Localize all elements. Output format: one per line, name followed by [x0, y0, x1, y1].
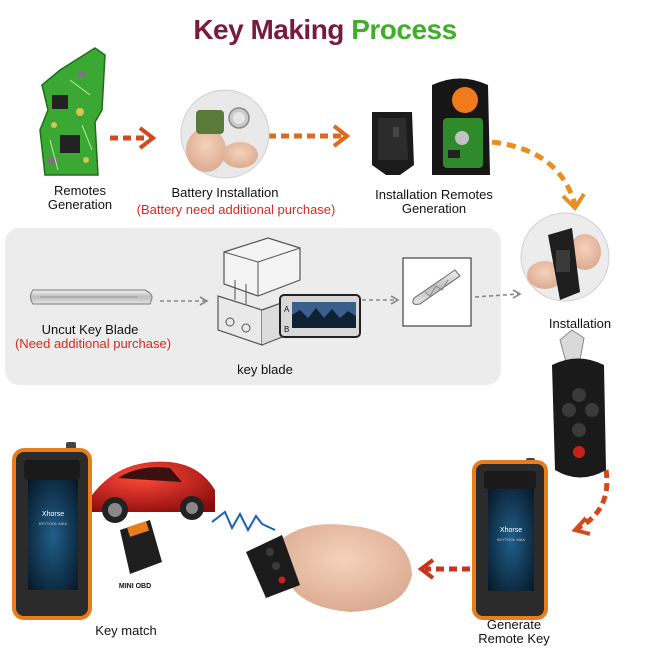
- device-model-right: KEYTOOL MAX: [497, 537, 526, 542]
- label-installation: Installation: [548, 316, 612, 331]
- label-uncut-note: (Need additional purchase): [14, 336, 172, 351]
- title-part-1: Key Making: [193, 14, 344, 45]
- label-remotes-generation: Remotes Generation: [47, 183, 113, 212]
- device-brand-right: Xhorse: [500, 527, 522, 534]
- label-generate-remote-key: Generate Remote Key: [478, 617, 550, 646]
- label-uncut-key-blade: Uncut Key Blade: [41, 322, 139, 337]
- device-model-left: KEYTOOL MAX: [39, 521, 68, 526]
- arrow-machine-to-blade: [362, 295, 400, 305]
- mini-obd-label: MINI OBD: [119, 583, 151, 590]
- svg-text:A: A: [284, 305, 290, 314]
- arrow-battery-to-installation-remotes: [268, 124, 351, 148]
- flip-remote-key-image: [552, 329, 606, 478]
- label-battery-installation: Battery Installation: [171, 185, 279, 200]
- label-key-blade: key blade: [237, 362, 293, 377]
- arrow-curve-to-installation: [491, 139, 586, 212]
- red-sports-car-image: [92, 461, 215, 523]
- title-part-2: Process: [351, 14, 457, 45]
- signal-wave-icon: [211, 510, 276, 533]
- uncut-key-blade-image: [30, 289, 153, 305]
- arrow-uncut-to-machine: [160, 296, 209, 306]
- diagram-title: Key Making Process: [0, 14, 650, 46]
- pcb-board-image: [39, 47, 106, 176]
- cut-key-blade-image: [402, 257, 472, 327]
- arrow-generate-to-hand: [417, 558, 470, 580]
- key-cut-zoom-image: A B: [279, 294, 361, 338]
- device-brand-left: Xhorse: [42, 511, 64, 518]
- arrow-remotes-to-battery: [110, 126, 157, 150]
- hand-with-remote-image: [246, 524, 412, 612]
- mini-obd-image: MINI OBD: [119, 520, 162, 590]
- svg-text:B: B: [284, 325, 289, 334]
- arrow-blade-to-installation: [474, 289, 522, 299]
- arrow-remote-to-generate: [571, 469, 610, 536]
- label-battery-note: (Battery need additional purchase): [136, 202, 336, 217]
- installation-image: [520, 212, 610, 302]
- keytool-max-right-image: Xhorse KEYTOOL MAX: [472, 458, 548, 620]
- key-shell-image: [372, 78, 490, 175]
- label-installation-remotes-generation: Installation Remotes Generation: [375, 187, 493, 216]
- label-key-match: Key match: [95, 623, 157, 638]
- keytool-max-left-image: Xhorse KEYTOOL MAX: [12, 442, 92, 620]
- battery-installation-image: [180, 89, 270, 179]
